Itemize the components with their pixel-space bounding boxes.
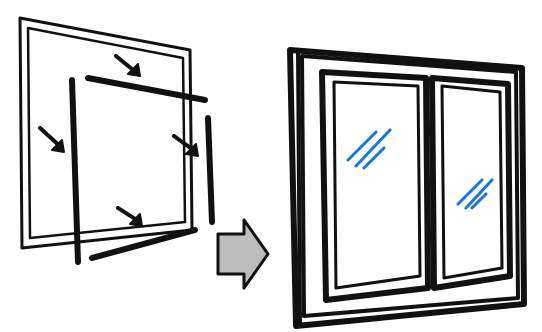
window-left-sash [319,69,431,303]
window-outer-frame [287,47,527,329]
arrow-icon [114,54,141,77]
loose-bars [69,75,215,265]
glass-reflection-icon [346,128,392,170]
glass-reflection-icon [456,178,494,210]
arrow-icon [38,126,65,153]
top-bar [85,75,208,103]
loose-frame-group [18,16,215,265]
arrow-icon [116,206,143,227]
right-bar [205,115,215,225]
assembly-arrows [38,54,199,227]
arrow-icon [172,134,199,157]
left-bar [69,77,81,265]
assembled-window [287,47,527,329]
transition-arrow-icon [216,218,270,290]
bottom-bar [89,227,198,261]
window-right-sash [429,75,513,291]
